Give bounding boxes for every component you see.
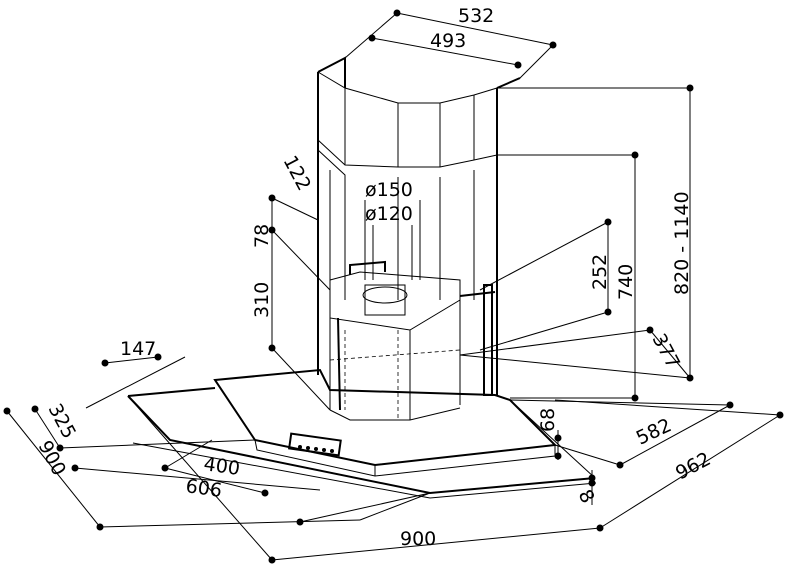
control-buttons <box>298 445 334 453</box>
dim-606: 606 <box>184 475 223 502</box>
dim-900-bottom: 900 <box>400 528 436 550</box>
dim-493: 493 <box>430 30 466 52</box>
dim-740: 740 <box>615 264 637 300</box>
dim-310: 310 <box>251 282 273 318</box>
dim-78: 78 <box>251 224 273 248</box>
dim-d150: ø150 <box>365 179 413 201</box>
dimension-dots <box>3 9 784 564</box>
dim-252: 252 <box>589 254 611 290</box>
upper-chimney <box>317 56 521 395</box>
dim-325: 325 <box>44 400 80 442</box>
motor-box <box>329 260 496 421</box>
dim-962: 962 <box>672 448 714 484</box>
dim-8: 8 <box>574 486 599 507</box>
dim-377: 377 <box>648 330 684 372</box>
dim-900-left: 900 <box>34 437 70 479</box>
dim-d120: ø120 <box>365 203 413 225</box>
dim-122: 122 <box>279 152 315 194</box>
dim-820-1140: 820 - 1140 <box>671 191 693 295</box>
dim-582: 582 <box>633 414 675 449</box>
dim-532: 532 <box>458 5 494 27</box>
dim-147: 147 <box>120 338 156 360</box>
dim-68: 68 <box>537 408 559 432</box>
dimension-lines <box>6 12 781 561</box>
dim-400: 400 <box>202 453 241 480</box>
